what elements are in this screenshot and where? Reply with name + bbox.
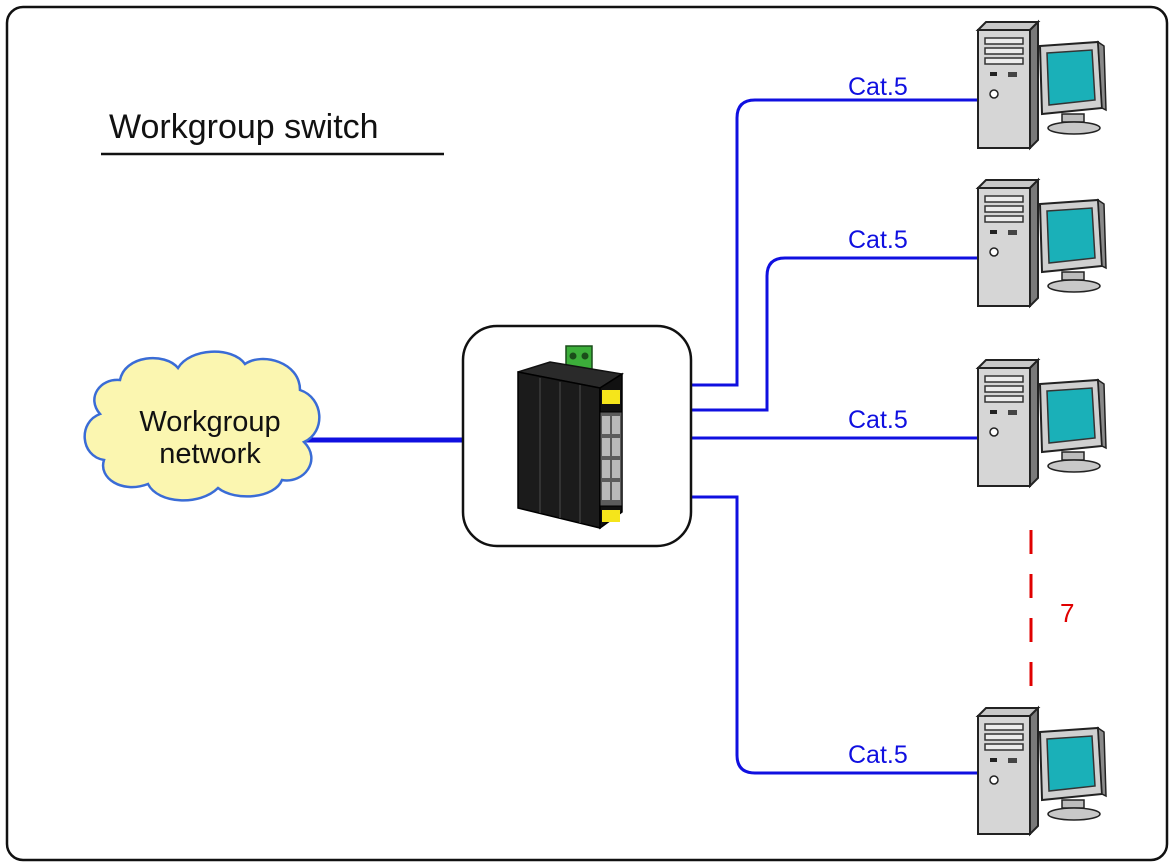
network-label-line1: Workgroup [139, 406, 280, 438]
cable-2 [690, 256, 985, 412]
cable-label: Cat.5 [848, 73, 908, 101]
cable-4 [690, 495, 985, 775]
more-devices-count: 7 [1060, 598, 1074, 628]
network-label-line2: network [159, 438, 261, 470]
cable-1 [690, 98, 985, 387]
cable-label: Cat.5 [848, 406, 908, 434]
switch-icon [517, 345, 625, 530]
cloud-icon [83, 350, 321, 502]
cable-label: Cat.5 [848, 226, 908, 254]
cable-label: Cat.5 [848, 741, 908, 769]
page-title: Workgroup switch [109, 108, 379, 146]
